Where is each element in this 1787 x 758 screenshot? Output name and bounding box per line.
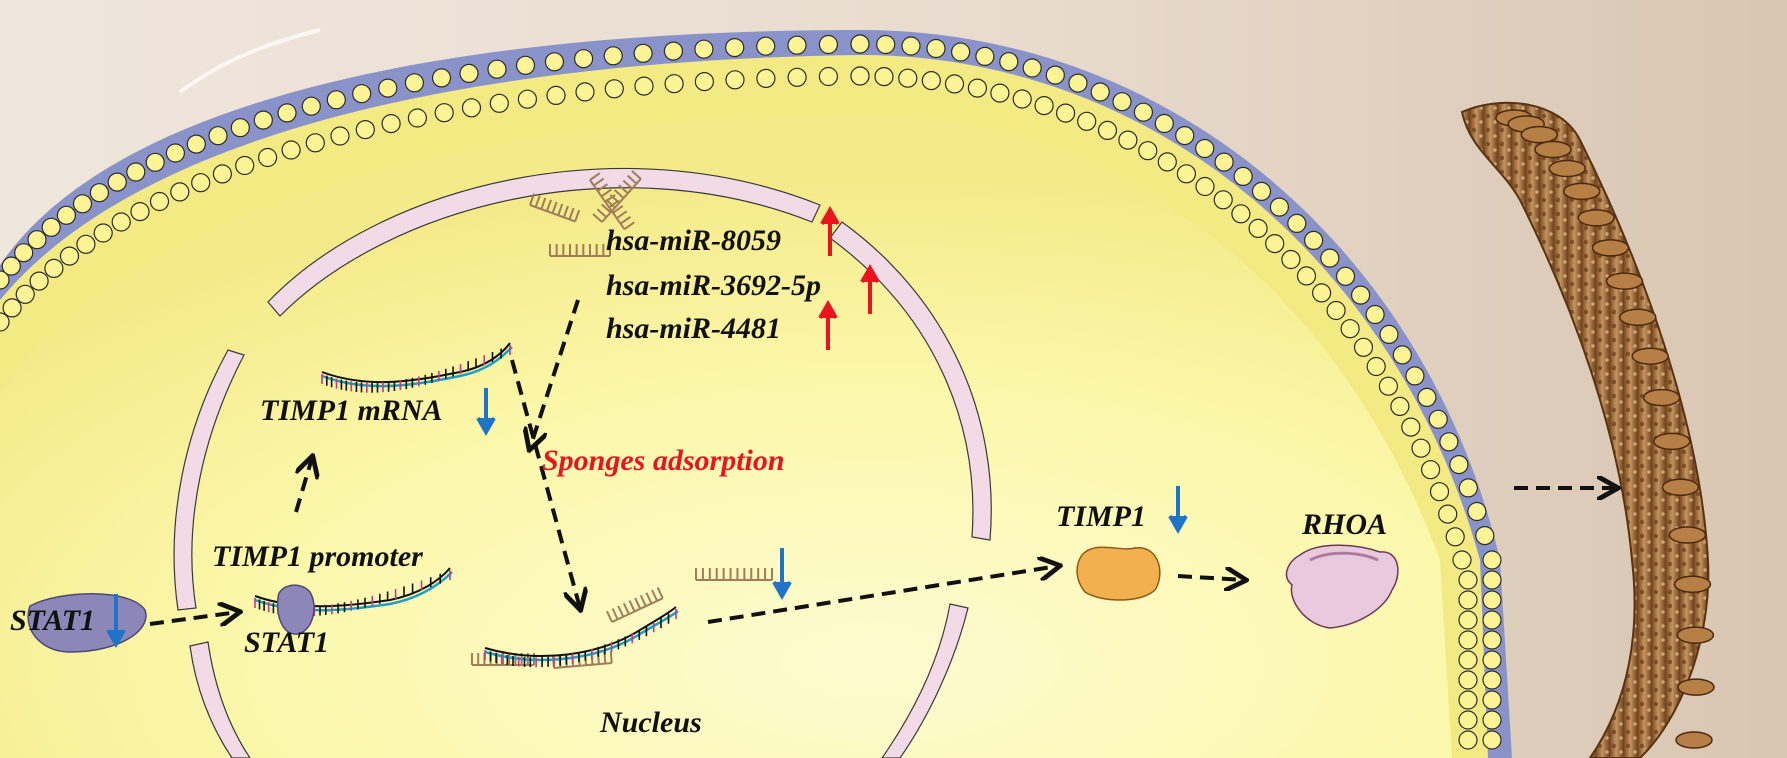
stat1-down-arrow bbox=[106, 594, 126, 649]
nuclear-envelope-top bbox=[267, 167, 821, 317]
free-mirna-down-arrow bbox=[772, 548, 792, 601]
mir-3692-up-arrow bbox=[860, 263, 880, 314]
mir-4481-up-arrow bbox=[818, 299, 838, 350]
nuclear-envelope bbox=[173, 167, 992, 758]
membrane-highlight bbox=[178, 28, 321, 94]
lipid-bilayer-beads bbox=[0, 34, 1502, 750]
stat1-protein-bound bbox=[276, 584, 315, 635]
cytoplasm bbox=[0, 115, 1452, 758]
label-nucleus: Nucleus bbox=[599, 706, 702, 739]
regulation-arrows bbox=[106, 205, 1188, 649]
timp1-protein-down-arrow bbox=[1168, 486, 1188, 535]
nuclear-envelope-right bbox=[829, 221, 992, 541]
nuclear-envelope-left bbox=[173, 349, 245, 611]
label-mir-4481: hsa-miR-4481 bbox=[606, 312, 781, 345]
label-timp1-promoter: TIMP1 promoter bbox=[212, 540, 423, 573]
spine-illustration bbox=[1460, 101, 1715, 758]
arrow-timp1-to-rhoa bbox=[1177, 576, 1244, 580]
label-mir-3692: hsa-miR-3692-5p bbox=[606, 269, 821, 302]
rhoa-protein bbox=[1285, 544, 1399, 629]
timp1-protein bbox=[1076, 546, 1161, 601]
label-timp1-protein: TIMP1 bbox=[1056, 500, 1146, 533]
pathway-arrows bbox=[149, 299, 1616, 624]
nuclear-envelope-lower-left bbox=[189, 641, 251, 758]
mir-8059-up-arrow bbox=[820, 205, 840, 256]
arrow-mirna-sponge bbox=[530, 299, 580, 448]
arrow-stat1-to-promoter bbox=[149, 612, 238, 624]
label-sponges-adsorption: Sponges adsorption bbox=[542, 444, 785, 477]
cell bbox=[0, 28, 1512, 758]
arrow-promoter-to-mrna bbox=[294, 458, 312, 513]
arrow-complex-to-timp1 bbox=[707, 566, 1058, 624]
label-stat1-cytoplasm: STAT1 bbox=[10, 604, 95, 637]
mrna-strand-bound bbox=[484, 606, 679, 668]
label-mir-8059: hsa-miR-8059 bbox=[606, 224, 781, 257]
label-rhoa: RHOA bbox=[1301, 508, 1387, 541]
timp1-mrna-down-arrow bbox=[476, 388, 496, 437]
label-stat1-bound: STAT1 bbox=[244, 626, 329, 659]
mrna-strand-top bbox=[321, 342, 513, 393]
label-timp1-mrna: TIMP1 mRNA bbox=[260, 394, 443, 427]
diagram-labels: hsa-miR-8059 hsa-miR-3692-5p hsa-miR-448… bbox=[10, 224, 1387, 739]
mirna-hairpin-icons bbox=[471, 170, 773, 669]
